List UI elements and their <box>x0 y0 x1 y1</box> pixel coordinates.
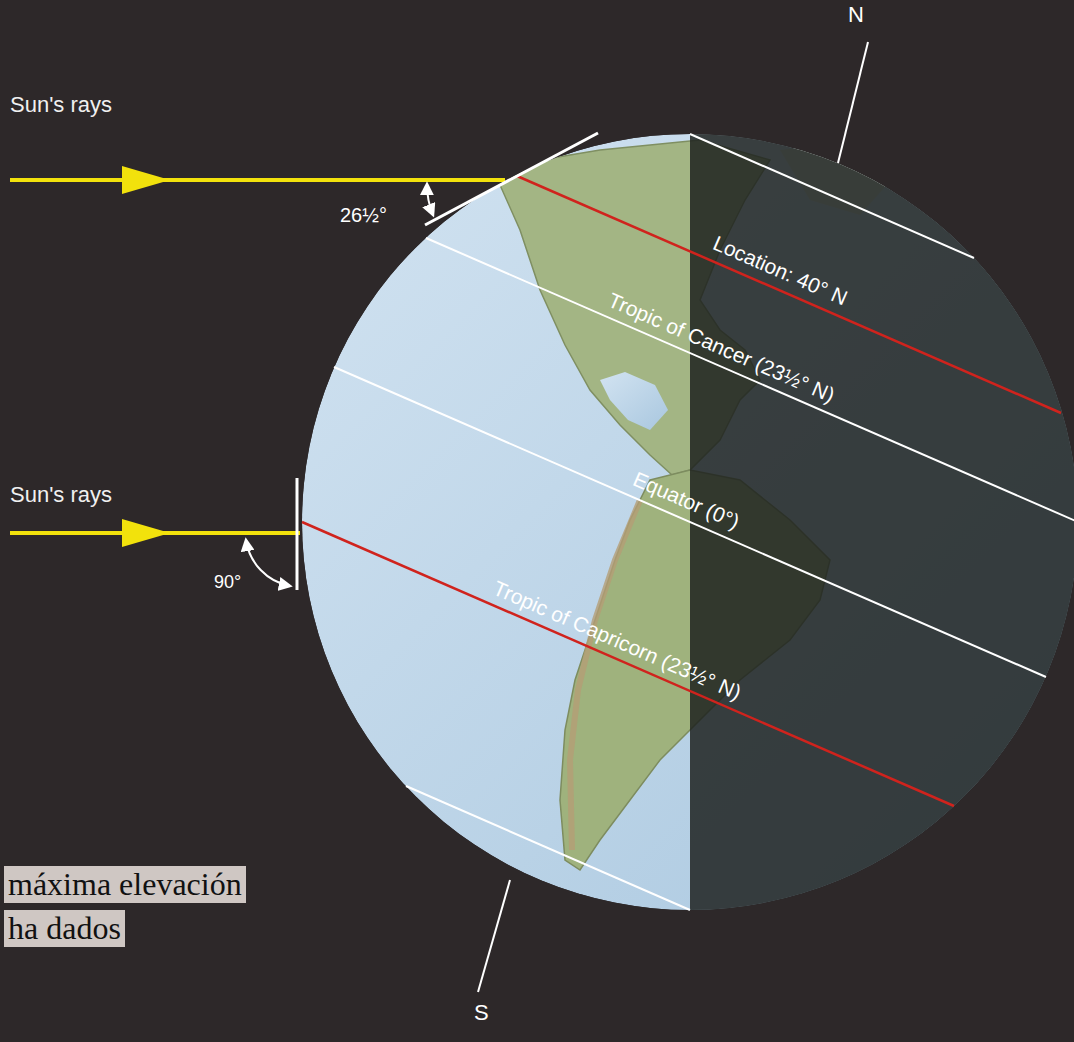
sun-ray <box>10 178 505 182</box>
latitude-label: Equator (0°) <box>629 467 743 534</box>
antarctic-circle <box>406 786 690 910</box>
axis-south <box>478 880 510 992</box>
ray-arrowhead <box>122 519 170 547</box>
ray-arrowhead <box>122 166 170 194</box>
antarctica-edge <box>480 880 620 930</box>
tropic-cancer-line <box>426 238 1074 522</box>
angle-arc <box>246 540 290 586</box>
pole-label: S <box>474 1000 489 1025</box>
latitude-label: Location: 40° N <box>709 231 851 310</box>
latitude-40n-line <box>517 176 1061 413</box>
globe <box>302 120 1074 940</box>
andes <box>570 500 640 850</box>
slide-text: máxima elevación <box>4 866 246 903</box>
equator-line <box>334 367 1046 677</box>
pole-label: N <box>848 2 864 27</box>
angle-label: 26½° <box>340 204 387 227</box>
ray-label: Sun's rays <box>10 92 112 117</box>
tangent-line <box>296 478 299 590</box>
latitude-label: Tropic of Cancer (23½° N) <box>604 288 838 408</box>
tropic-capricorn-line <box>302 522 954 806</box>
axis-north <box>838 42 868 163</box>
angle-arc <box>427 184 433 215</box>
slide-text: ha dados <box>4 910 125 947</box>
gulf <box>600 372 668 430</box>
ray-label: Sun's rays <box>10 482 112 507</box>
latitude-label: Tropic of Capricorn (23½° N) <box>489 576 744 705</box>
tangent-line <box>425 133 598 225</box>
angle-label: 90° <box>214 572 241 593</box>
night-side <box>690 120 1074 940</box>
